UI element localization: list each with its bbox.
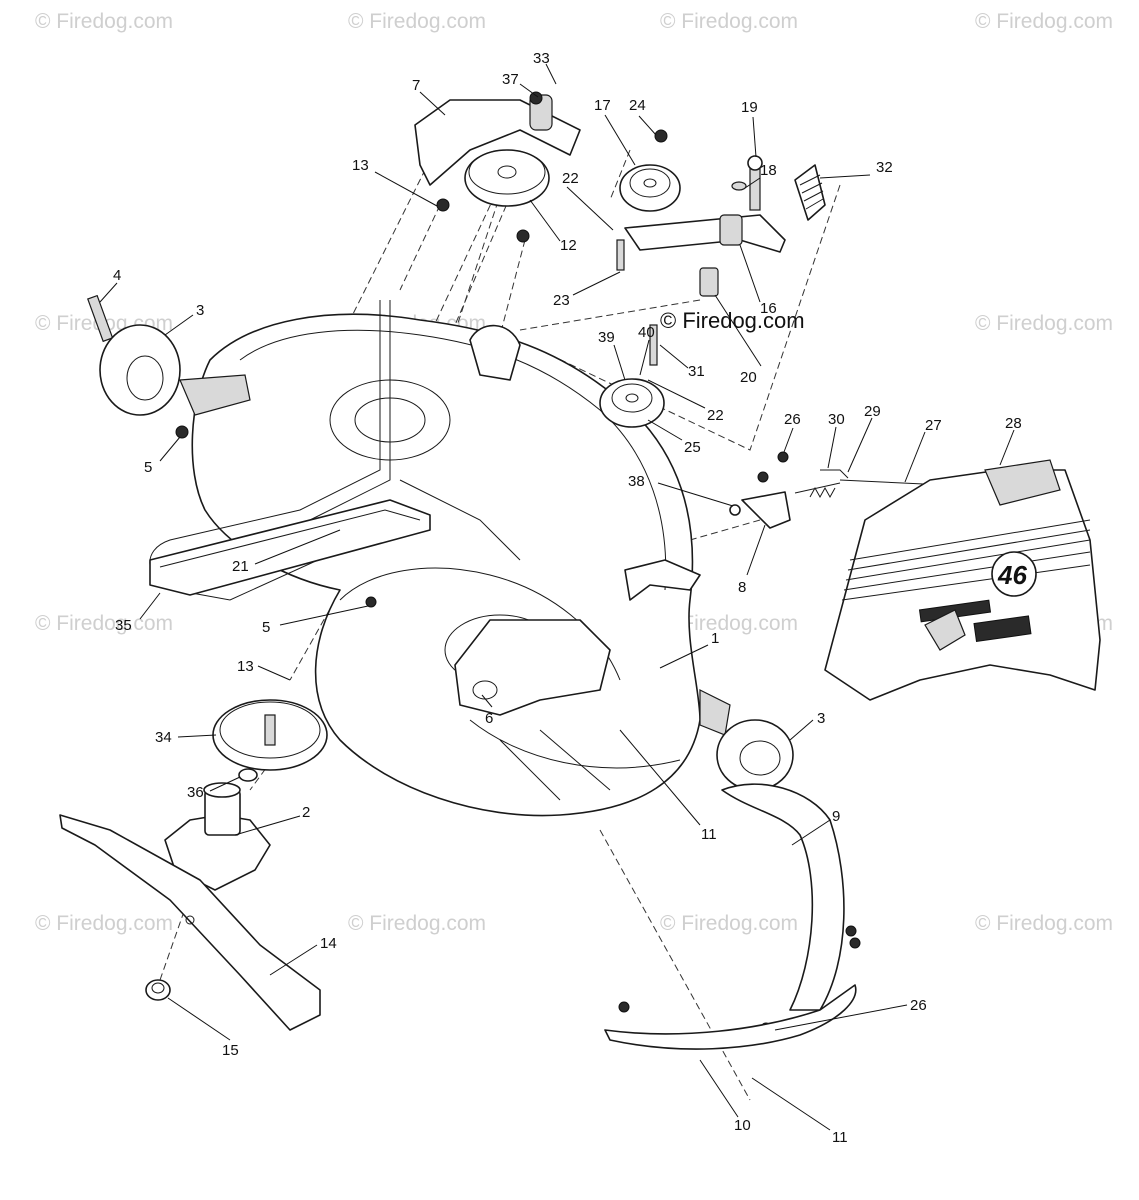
callout-3: 3 bbox=[196, 302, 204, 319]
idler-pulley-top bbox=[619, 164, 681, 212]
callout-21: 21 bbox=[232, 558, 249, 575]
callout-6: 6 bbox=[485, 710, 493, 727]
watermark-text: © Firedog.com bbox=[35, 10, 173, 33]
callout-4: 4 bbox=[113, 267, 121, 284]
callout-19: 19 bbox=[741, 99, 758, 116]
deck-handle bbox=[149, 499, 431, 596]
callout-39: 39 bbox=[598, 329, 615, 346]
callout-17: 17 bbox=[594, 97, 611, 114]
watermark-text: © Firedog.com bbox=[660, 10, 798, 33]
callout-11: 11 bbox=[701, 826, 717, 843]
watermark-text: © Firedog.com bbox=[660, 612, 798, 635]
callout-23: 23 bbox=[553, 292, 570, 309]
callout-38: 38 bbox=[628, 473, 645, 490]
callout-14: 14 bbox=[320, 935, 337, 952]
callout-3: 3 bbox=[817, 710, 825, 727]
deck-bracket bbox=[624, 559, 701, 601]
mower-blade bbox=[59, 814, 321, 1031]
callout-34: 34 bbox=[155, 729, 172, 746]
callout-26: 26 bbox=[784, 411, 801, 428]
watermark-text: © Firedog.com bbox=[975, 312, 1113, 335]
watermark-text: © Firedog.com bbox=[975, 912, 1113, 935]
callout-13: 13 bbox=[237, 658, 254, 675]
deck-size-label: 46 bbox=[997, 560, 1027, 590]
callout-16: 16 bbox=[760, 300, 777, 317]
callout-5: 5 bbox=[144, 459, 152, 476]
watermark-text: © Firedog.com bbox=[348, 10, 486, 33]
watermark-text: © Firedog.com bbox=[35, 612, 173, 635]
idler-bracket bbox=[624, 214, 786, 253]
callout-28: 28 bbox=[1005, 415, 1022, 432]
callout-26: 26 bbox=[910, 997, 927, 1014]
callout-22: 22 bbox=[707, 407, 724, 424]
hardware bbox=[175, 91, 861, 1034]
callout-8: 8 bbox=[738, 579, 746, 596]
callout-10: 10 bbox=[734, 1117, 751, 1134]
callout-5: 5 bbox=[262, 619, 270, 636]
callout-29: 29 bbox=[864, 403, 881, 420]
callout-13: 13 bbox=[352, 157, 369, 174]
gauge-wheel-left bbox=[87, 294, 181, 416]
callout-36: 36 bbox=[187, 784, 204, 801]
spindle-pulley bbox=[212, 699, 328, 771]
leader-lines bbox=[99, 63, 1015, 1131]
callout-labels: 33 37 7 17 24 19 18 32 13 22 12 4 3 23 1… bbox=[113, 50, 1022, 1146]
callout-11: 11 bbox=[832, 1129, 848, 1146]
callout-22: 22 bbox=[562, 170, 579, 187]
callout-7: 7 bbox=[412, 77, 420, 94]
callout-37: 37 bbox=[502, 71, 519, 88]
tension-assembly bbox=[729, 469, 946, 529]
callout-31: 31 bbox=[688, 363, 705, 380]
deck-pulley bbox=[464, 149, 550, 207]
callout-15: 15 bbox=[222, 1042, 239, 1059]
callout-25: 25 bbox=[684, 439, 701, 456]
brand-watermark: © Firedog.com bbox=[660, 308, 805, 333]
callout-18: 18 bbox=[760, 162, 777, 179]
callout-33: 33 bbox=[533, 50, 550, 67]
gauge-wheel-right bbox=[716, 719, 794, 791]
callout-2: 2 bbox=[302, 804, 310, 821]
callout-24: 24 bbox=[629, 97, 646, 114]
blade-nut bbox=[145, 979, 171, 1001]
deck-baffle-right bbox=[721, 783, 845, 1011]
watermark-text: © Firedog.com bbox=[35, 912, 173, 935]
callout-20: 20 bbox=[740, 369, 757, 386]
callout-30: 30 bbox=[828, 411, 845, 428]
watermark-text: © Firedog.com bbox=[975, 10, 1113, 33]
callout-1: 1 bbox=[711, 630, 719, 647]
callout-27: 27 bbox=[925, 417, 942, 434]
spindle-washer bbox=[238, 768, 258, 782]
callout-32: 32 bbox=[876, 159, 893, 176]
callout-12: 12 bbox=[560, 237, 577, 254]
watermark-text: © Firedog.com bbox=[348, 912, 486, 935]
spindle-assembly bbox=[164, 782, 271, 891]
discharge-chute: 46 bbox=[824, 459, 1101, 701]
callout-9: 9 bbox=[832, 808, 840, 825]
callout-35: 35 bbox=[115, 617, 132, 634]
watermark-text: © Firedog.com bbox=[660, 912, 798, 935]
deck-baffle-front bbox=[604, 984, 857, 1050]
idler-pulley-bottom bbox=[599, 378, 665, 428]
callout-40: 40 bbox=[638, 324, 655, 341]
